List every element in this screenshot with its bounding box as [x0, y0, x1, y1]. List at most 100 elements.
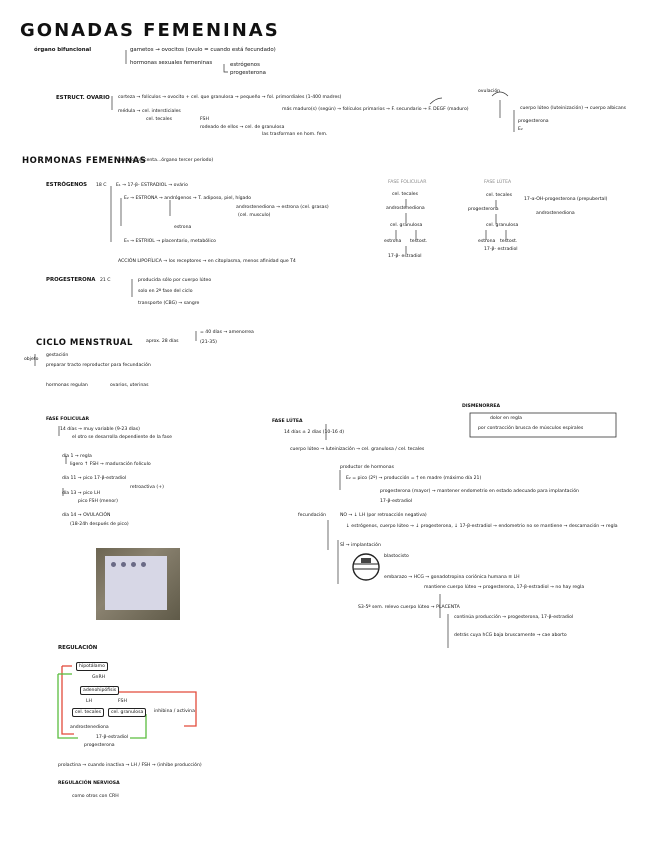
folicular-d1: día 1 → regla [62, 455, 92, 460]
regulacion-heading: REGULACIÓN [58, 646, 97, 651]
ovario-corteza: corteza → folículos → ovocito + cel. que… [118, 96, 341, 101]
progesterona-label: PROGESTERONA [46, 278, 95, 283]
lutea-sem: S3-5ª sem. relevo cuerpo lúteo → PLACENT… [358, 606, 460, 611]
ovario-tecales2: rodeado de ellos → cel. de granulosa [200, 126, 284, 131]
lutea-heading: FASE LÚTEA [272, 420, 303, 425]
diagram-l-andro: androstenediona [536, 212, 575, 217]
folicular-d11: día 11 → pico 17-β-estradiol [62, 477, 126, 482]
estrogenos-accion: ACCIÓN LIPOFÍLICA → los receptores → en … [118, 260, 296, 265]
ovario-fsh: FSH [200, 118, 209, 123]
ovario-cuerpo: cuerpo lúteo (luteinización) → cuerpo al… [520, 107, 626, 112]
organos-line1: gametos → ovocitos (ovulo = cuando está … [130, 48, 276, 53]
lutea-si: SÍ → implantación [340, 544, 381, 549]
lutea-emb: embarazo → HCG → gonadotropina coriónica… [384, 576, 520, 581]
estrogenos-e2c: (cel. musculo) [238, 214, 270, 219]
ovario-prog: progesterona [518, 120, 549, 125]
diagram-folicular-title: FASE FOLICULAR [388, 181, 426, 186]
reg-hipotalamo: hipotálamo [76, 662, 108, 671]
reg-adenohipofisis: adenohipófisis [80, 686, 119, 695]
page-title: GONADAS FEMENINAS [20, 22, 280, 40]
lutea-prod: productor de hormonas [340, 466, 394, 471]
reg-estradiol: 17-β-estradiol [96, 736, 128, 741]
lutea-blasto: blastocisto [384, 555, 409, 560]
progesterona-p3: transporte (CBG) → sangre [138, 302, 199, 307]
diagram-l-prog: progesterona [468, 208, 499, 213]
diagram-lutea-title: FASE LÚTEA [484, 181, 511, 186]
folicular-l1: 14 días → muy variable (9-23 días) [60, 428, 140, 433]
reg-prolactina: prolactina → cuando inactiva → LH / FSH … [58, 764, 202, 769]
diagram-f-estrona: estrona [384, 240, 401, 245]
folicular-d14b: (18-24h después de pico) [70, 523, 129, 528]
lutea-cl: cuerpo lúteo → luteinización → cel. gran… [290, 448, 424, 453]
estrogenos-e2b: androstenediona → estrona (cel. grasas) [236, 206, 329, 211]
hormonas-note: (ovario, placenta...órgano tercer períod… [118, 159, 213, 164]
reg-nerviosa: REGULACIÓN NERVIOSA [58, 782, 120, 787]
ciclo-horm2: ovarios, uterinas [110, 384, 148, 389]
lutea-emb2: mantiene cuerpo lúteo → progesterona, 17… [424, 586, 584, 591]
classroom-photo [96, 548, 180, 620]
folicular-heading: FASE FOLICULAR [46, 418, 89, 423]
lutea-prod3: progesterona (mayor) → mantener endometr… [380, 490, 579, 495]
diagram-f-estradiol: 17-β- estradiol [388, 255, 422, 260]
dismenorrea-heading: DISMENORREA [462, 405, 500, 410]
ovario-ovulacion: ovulación [478, 90, 500, 95]
reg-inhibina: inhibina / activina [154, 710, 195, 715]
lutea-no2: ↓ estrógenos, cuerpo lúteo → ↓ progester… [346, 525, 618, 530]
reg-lh: LH [86, 700, 92, 705]
lutea-l1: 14 días ± 2 días (10-16 d) [284, 431, 344, 436]
ovario-e2: E₂ [518, 128, 523, 133]
lutea-prod2: E₂ = pico (2º) → producción = † en madre… [346, 477, 481, 482]
diagram-l-estradiol: 17-β- estradiol [484, 248, 518, 253]
progesterona-c: 21 C [100, 279, 111, 284]
dismenorrea-l2: por contracción brusca de músculos espir… [478, 427, 583, 432]
folicular-d14: día 14 → OVULACIÓN [62, 514, 110, 519]
folicular-d1b: ligero ↑ FSH → maduración folículo [70, 463, 151, 468]
estrogenos-e1: E₁ → 17-β- ESTRADIOL → ovário [116, 184, 188, 189]
diagram-f-tecales: cel. tecales [392, 193, 418, 198]
ovario-medula: médula → cel. intersticiales [118, 110, 181, 115]
dismenorrea-l1: dolor en regla [490, 417, 522, 422]
lutea-sem2: continúa producción → progesterona, 17-β… [454, 616, 573, 621]
reg-fsh: FSH [118, 700, 127, 705]
ciclo-sub: aprox. 28 días [146, 340, 179, 345]
ciclo-horm: hormonas regulan [46, 384, 88, 389]
reg-androstenediona: androstenediona [70, 726, 109, 731]
ovario-corteza2: más maduro(s) (según) → folículos primar… [282, 108, 469, 113]
lutea-no: NO → ↓ LH (por retroacción negativa) [340, 514, 427, 519]
lutea-prod4: 17-β-estradiol [380, 500, 412, 505]
organos-h2: progesterona [230, 71, 266, 76]
ovario-label: ESTRUCT. OVARIO [56, 96, 110, 101]
folicular-l2: el otro se desarrolla dependiente de la … [72, 436, 172, 441]
estrogenos-e3: E₃ → ESTRIOL → placentario, metabólico [124, 240, 216, 245]
ciclo-range: (21-35) [200, 341, 217, 346]
projector-screen [105, 556, 167, 610]
diagram-l-testost: testost. [500, 240, 517, 245]
organos-h1: estrógenos [230, 63, 260, 68]
diagram-l-tecales: cel. tecales [486, 194, 512, 199]
folicular-d13b: pico FSH (menor) [78, 500, 118, 505]
estrogenos-e2d: estrona [174, 226, 191, 231]
diagram-l-granulosa: cel. granulosa [486, 224, 518, 229]
progesterona-p2: solo en 2ª fase del ciclo [138, 290, 193, 295]
reg-nerviosa-note: como otros con CRH [72, 795, 119, 800]
diagram-l-ohprog: 17-α-OH-progesterona (prepubertal) [524, 198, 607, 203]
ovario-tecales3: las trasforman en hom. fem. [262, 133, 327, 138]
progesterona-p1: producida sólo por cuerpo lúteo [138, 279, 211, 284]
lutea-fec: fecundación [298, 514, 326, 519]
folicular-d13: día 13 → pico LH [62, 492, 100, 497]
ciclo-obj: objeto [24, 358, 38, 363]
reg-granulosa: cel. granulosa [108, 708, 146, 717]
diagram-f-granulosa: cel. granulosa [390, 224, 422, 229]
ciclo-note: = 40 días → amenorrea [200, 331, 254, 336]
folicular-d13c: retroactiva (+) [130, 486, 164, 491]
ovario-tecales: cel. tecales [146, 118, 172, 123]
lutea-sem3: detrás cuya hCG baja bruscamente → cae a… [454, 634, 567, 639]
organos-label: órgano bifuncional [34, 48, 91, 53]
diagram-f-andro: androstenediona [386, 207, 425, 212]
estrogenos-e2: E₂ → ESTRONA → andrógenos → T. adiposo, … [124, 197, 251, 202]
diagram-l-estrona: estrona [478, 240, 495, 245]
organos-line2: hormonas sexuales femeninas [130, 61, 212, 66]
reg-tecales: cel. tecales [72, 708, 104, 717]
ciclo-obj1: gestación [46, 354, 68, 359]
